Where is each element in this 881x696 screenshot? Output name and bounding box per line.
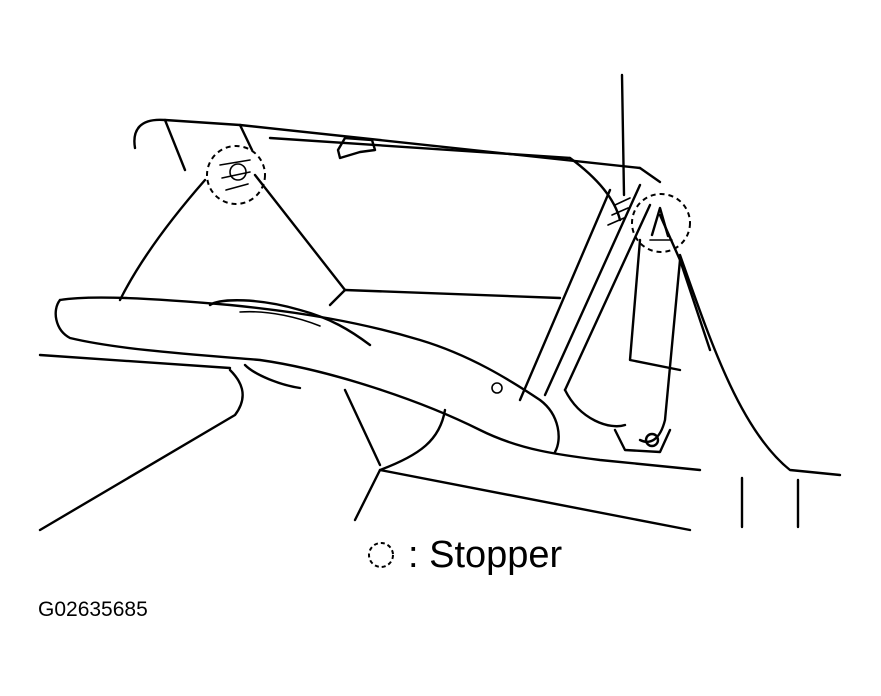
stopper-right [631,193,691,253]
legend-label: : Stopper [408,533,563,576]
dashboard-outline [38,73,842,532]
glove-box-lid [54,296,702,472]
stopper-left [206,145,266,205]
glove-box-body [118,118,712,443]
dashed-circle-icon [368,542,394,568]
figure-code: G02635685 [38,598,148,621]
stopper-legend: : Stopper [366,530,562,580]
